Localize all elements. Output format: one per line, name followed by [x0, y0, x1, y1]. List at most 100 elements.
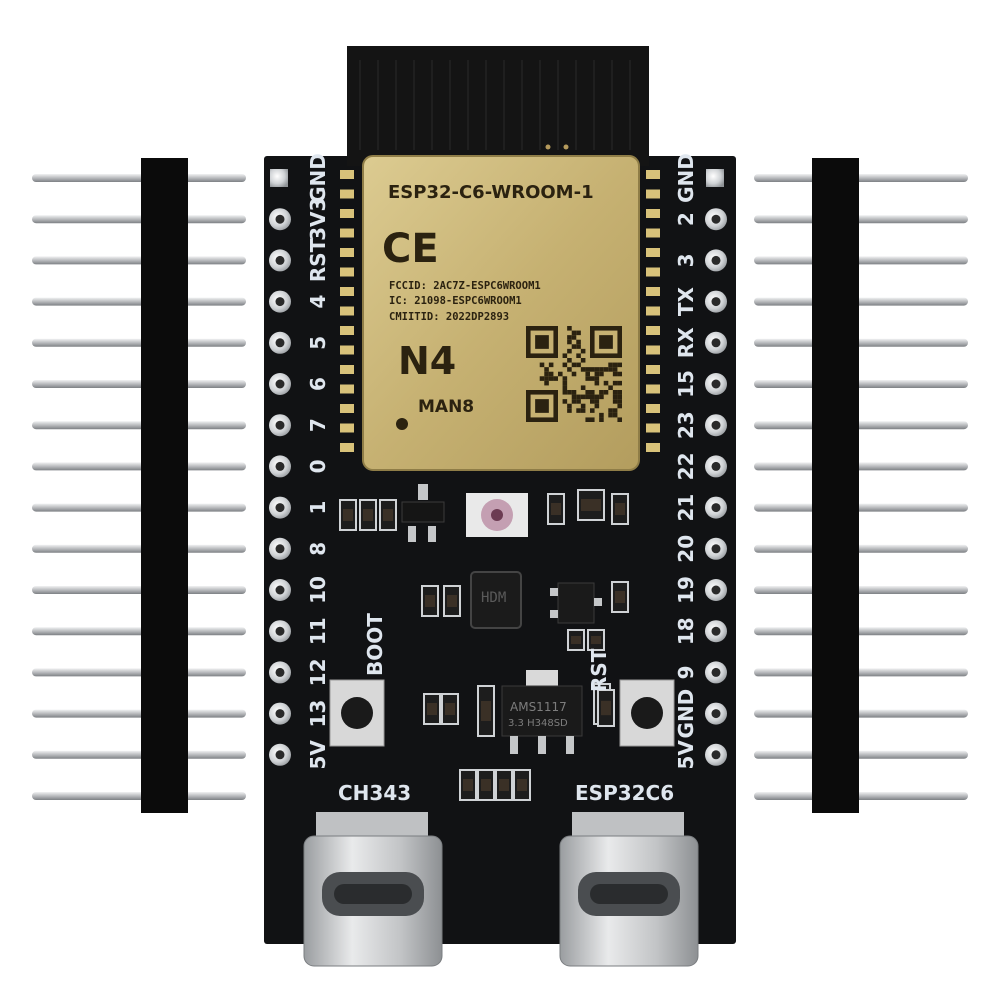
left-pin-label: 1	[306, 501, 330, 515]
ic-text: IC: 21098-ESPC6WROOM1	[389, 295, 522, 307]
right-pin-header	[754, 158, 968, 813]
header-pin	[754, 421, 968, 430]
usb-c-port-ch343[interactable]	[303, 812, 443, 967]
header-pin	[754, 462, 968, 471]
header-pin	[32, 627, 246, 636]
right-pin-label: 18	[674, 617, 698, 645]
header-pin	[754, 544, 968, 553]
smd-passive	[495, 769, 513, 801]
right-pin-label: 3	[674, 253, 698, 267]
esp32c6-usb-label: ESP32C6	[575, 781, 674, 805]
right-pin-label: GND	[674, 689, 698, 739]
left-pin-label: 5	[306, 336, 330, 350]
header-pin	[754, 380, 968, 388]
smd-passive	[577, 489, 605, 521]
header-pin	[754, 503, 968, 512]
header-pin	[32, 668, 246, 677]
left-pin-label: RST	[306, 238, 330, 282]
header-pin	[32, 421, 246, 430]
sot23-ic	[550, 582, 602, 624]
variant-text: N4	[398, 339, 456, 383]
right-pin-label: 15	[674, 370, 698, 398]
header-pin	[754, 256, 968, 265]
left-pin-label: 6	[306, 377, 330, 391]
smd-passive	[421, 585, 439, 617]
right-pin-label: 23	[674, 411, 698, 439]
left-pin-label: 12	[306, 658, 330, 686]
right-pin-label: 20	[674, 535, 698, 563]
svg-text:CE: CE	[382, 226, 439, 272]
smd-passive	[547, 493, 565, 525]
boot-button[interactable]	[329, 679, 385, 747]
header-pin	[754, 297, 968, 306]
passive-components	[339, 489, 629, 801]
right-pin-label: 2	[674, 212, 698, 226]
header-pin	[32, 750, 246, 759]
right-pin-pads	[705, 169, 727, 766]
header-pin	[32, 256, 246, 265]
ce-mark: CE	[382, 226, 439, 272]
cmiit-text: CMIITID: 2022DP2893	[389, 311, 509, 323]
right-pin-label: 9	[674, 665, 698, 679]
smd-components: HDM AMS1117 3.3 H348SD	[339, 484, 629, 801]
right-pin-label: 21	[674, 494, 698, 522]
left-pin-pads	[269, 169, 291, 766]
pin1-dot	[396, 418, 408, 430]
rgb-led	[466, 493, 528, 537]
header-pin	[32, 462, 246, 471]
left-pin-header	[32, 158, 246, 813]
smd-passive	[513, 769, 531, 801]
regulator-label-2: 3.3 H348SD	[508, 718, 568, 729]
reset-label: RST	[587, 648, 611, 692]
right-pin-label: RX	[674, 327, 698, 358]
header-pin	[32, 586, 246, 594]
usb-c-port-esp32c6[interactable]	[559, 812, 699, 967]
ldo-regulator: AMS1117 3.3 H348SD	[501, 670, 583, 754]
pin-pad	[706, 169, 724, 187]
man-text: MAN8	[418, 397, 474, 417]
left-pin-label: 0	[306, 459, 330, 473]
antenna-area	[347, 46, 649, 166]
header-pin	[754, 709, 968, 718]
left-pin-label: 3V3	[306, 198, 330, 241]
module-name: ESP32-C6-WROOM-1	[388, 182, 594, 203]
qr-code	[526, 326, 622, 422]
smd-passive	[567, 629, 585, 651]
header-pin	[32, 503, 246, 512]
left-pin-label: 5V	[306, 740, 330, 770]
left-pin-label: 11	[306, 617, 330, 645]
fccid-text: FCCID: 2AC7Z-ESPC6WROOM1	[389, 280, 541, 292]
header-pin	[32, 709, 246, 718]
smd-passive	[611, 581, 629, 613]
header-pin	[32, 544, 246, 553]
left-pin-label: 8	[306, 542, 330, 556]
regulator-label-1: AMS1117	[510, 700, 567, 714]
reset-button[interactable]	[619, 679, 675, 747]
boot-label: BOOT	[363, 613, 387, 676]
header-pin	[32, 380, 246, 388]
smd-passive	[477, 769, 495, 801]
header-pin	[754, 750, 968, 759]
smd-passive	[339, 499, 357, 531]
usb-bridge-ic: HDM	[470, 571, 522, 629]
smd-passive	[443, 585, 461, 617]
right-pin-label: 5V	[674, 740, 698, 770]
left-pin-label: 4	[306, 295, 330, 309]
header-pin	[754, 338, 968, 347]
smd-passive	[379, 499, 397, 531]
svg-text:HDM: HDM	[481, 590, 506, 606]
smd-passive	[441, 693, 459, 725]
header-pin	[754, 792, 968, 800]
header-pin	[32, 338, 246, 347]
left-pin-label: 13	[306, 700, 330, 728]
right-pin-label: GND	[674, 153, 698, 203]
header-pin	[32, 792, 246, 800]
left-pin-label: 10	[306, 576, 330, 604]
right-pin-label: 19	[674, 576, 698, 604]
header-pin	[754, 627, 968, 636]
header-pin	[32, 215, 246, 224]
header-pin	[32, 297, 246, 306]
smd-passive	[611, 493, 629, 525]
right-pin-label: TX	[674, 286, 698, 316]
